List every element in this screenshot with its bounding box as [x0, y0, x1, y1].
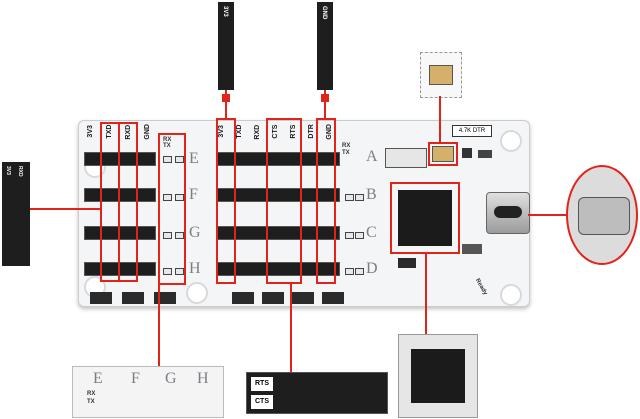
tx-label: TX	[342, 150, 350, 156]
channel-letter: G	[165, 370, 177, 387]
led	[163, 156, 172, 163]
channel-letter: E	[189, 150, 199, 167]
led-module-highlight	[428, 142, 458, 166]
leds-highlight	[158, 133, 186, 285]
channel-letter: F	[131, 370, 140, 387]
rx-label: RX	[87, 391, 96, 397]
main-ic-zoom	[411, 349, 465, 403]
led-module-zoom	[429, 65, 453, 85]
gnd-highlight	[316, 118, 336, 284]
led	[345, 268, 354, 275]
header-label: 3V3	[222, 6, 228, 17]
callout-line	[425, 254, 427, 334]
led	[163, 232, 172, 239]
callout-letters: E F G H RX TX	[72, 366, 224, 418]
led	[345, 194, 354, 201]
rx-label: RX	[342, 143, 351, 149]
led	[355, 194, 364, 201]
callout-led-module	[420, 52, 462, 98]
led	[175, 194, 184, 201]
pin-header-row	[84, 152, 156, 166]
channel-letter: H	[189, 260, 201, 277]
pin-header-row	[216, 262, 340, 276]
channel-letter: F	[189, 186, 198, 203]
tx-label: TX	[163, 143, 171, 149]
header-label: CTS	[251, 395, 273, 409]
pin-header-row	[216, 188, 340, 202]
header-label: GND	[321, 6, 327, 20]
rxd-highlight	[118, 122, 138, 282]
pin-header-row	[84, 188, 156, 202]
channel-letter: A	[366, 148, 378, 165]
main-ic-chip	[398, 190, 452, 246]
smd-component	[122, 292, 144, 304]
channel-letter: E	[93, 370, 103, 387]
led	[163, 268, 172, 275]
channel-letter: C	[366, 224, 377, 241]
resistor-label-box: 4.7K DTR	[452, 125, 492, 137]
smd-component	[292, 292, 314, 304]
callout-rts-cts: RTS CTS	[246, 372, 388, 414]
resistor-label: 4.7K	[458, 128, 472, 134]
callout-line	[225, 90, 227, 120]
pin-header-row	[84, 226, 156, 240]
smd-component	[90, 292, 112, 304]
callout-dot	[321, 94, 329, 102]
usb-c-port	[494, 206, 522, 218]
mounting-hole	[500, 130, 522, 152]
dtr-label: DTR	[472, 128, 486, 134]
main-ic-highlight	[390, 182, 460, 254]
header-label: RTS	[251, 377, 273, 391]
smd-component	[385, 148, 427, 168]
header-label: TXD	[236, 124, 243, 139]
led	[355, 232, 364, 239]
mounting-hole	[500, 284, 522, 306]
smd-component	[322, 292, 344, 304]
channel-letter: B	[366, 186, 377, 203]
pin-header-row	[216, 152, 340, 166]
led	[175, 232, 184, 239]
tx-label: TX	[87, 399, 95, 405]
smd-component	[462, 148, 472, 158]
callout-line	[290, 284, 292, 372]
rx-label: RX	[163, 137, 172, 143]
callout-left-header: 3V3 RXD	[2, 162, 30, 266]
callout-usb-c	[566, 165, 638, 265]
callout-line	[324, 90, 326, 120]
channel-letter: H	[197, 370, 209, 387]
callout-line	[158, 284, 160, 366]
channel-letter: G	[189, 224, 201, 241]
led	[355, 268, 364, 275]
callout-main-ic	[398, 334, 478, 418]
led	[163, 194, 172, 201]
callout-line	[528, 214, 566, 216]
pin-header-row	[84, 262, 156, 276]
led	[345, 232, 354, 239]
led-module	[432, 146, 454, 162]
smd-component	[398, 258, 416, 268]
callout-header-3v3: 3V3	[218, 2, 234, 90]
channel-letter: D	[366, 260, 378, 277]
pin-header-row	[216, 226, 340, 240]
callout-line	[30, 208, 100, 210]
callout-dot	[222, 94, 230, 102]
mounting-hole	[186, 282, 208, 304]
cts-rts-highlight	[266, 118, 302, 284]
led	[175, 156, 184, 163]
header-label: RXD	[17, 166, 23, 177]
rxtx-label-group: RX TX	[163, 137, 171, 149]
smd-component	[262, 292, 284, 304]
3v3-highlight	[216, 118, 236, 284]
callout-header-gnd: GND	[317, 2, 333, 90]
usb-c-zoom	[578, 197, 630, 235]
callout-line	[439, 96, 441, 142]
led	[175, 268, 184, 275]
header-label: 3V3	[5, 166, 11, 175]
smd-component	[478, 150, 492, 158]
smd-component	[462, 244, 482, 254]
smd-component	[232, 292, 254, 304]
